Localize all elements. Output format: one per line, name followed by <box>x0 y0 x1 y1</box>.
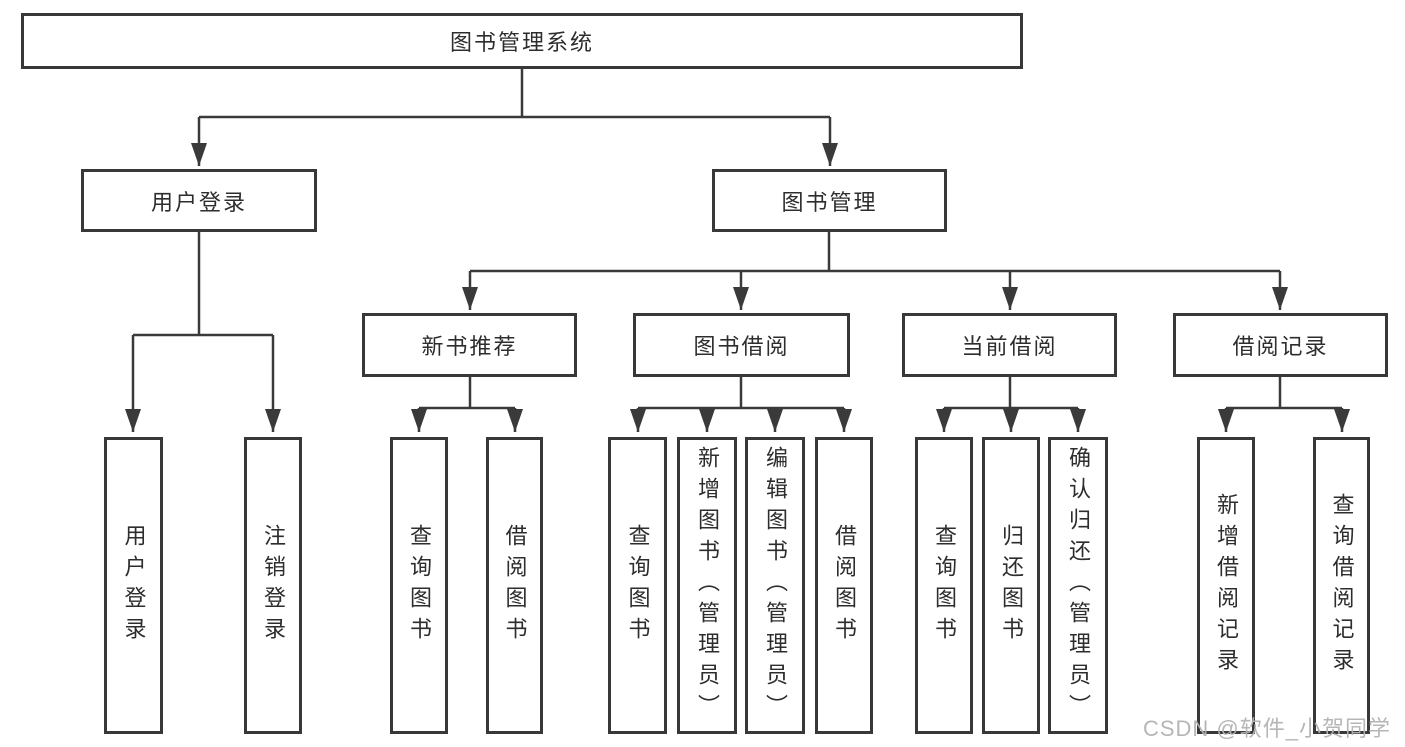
leaf-add-borrow-record: 新增借阅记录 <box>1197 437 1255 734</box>
leaf-user-login: 用户登录 <box>104 437 163 734</box>
leaf-borrow-books-borrowing: 借阅图书 <box>815 437 873 734</box>
leaf-logout: 注销登录 <box>244 437 302 734</box>
csdn-watermark: CSDN @软件_小贺同学 <box>1142 716 1391 741</box>
leaf-confirm-return-admin: 确认归还（管理员） <box>1048 437 1108 734</box>
leaf-query-books-borrowing: 查询图书 <box>608 437 667 734</box>
node-library-management-system: 图书管理系统 <box>21 13 1023 69</box>
node-book-management: 图书管理 <box>712 169 947 232</box>
leaf-query-borrow-record: 查询借阅记录 <box>1313 437 1370 734</box>
node-new-book-recommendation: 新书推荐 <box>362 313 577 377</box>
branch-trunk-lines <box>133 69 1342 410</box>
node-book-borrowing: 图书借阅 <box>633 313 850 377</box>
node-borrowing-records: 借阅记录 <box>1173 313 1388 377</box>
leaf-query-books-current: 查询图书 <box>915 437 973 734</box>
leaf-edit-book-admin: 编辑图书（管理员） <box>745 437 805 734</box>
node-user-login: 用户登录 <box>81 169 317 232</box>
leaf-borrow-books-recommend: 借阅图书 <box>486 437 543 734</box>
leaf-return-book: 归还图书 <box>982 437 1040 734</box>
node-current-borrowing: 当前借阅 <box>902 313 1117 377</box>
leaf-query-books-recommend: 查询图书 <box>390 437 448 734</box>
leaf-add-book-admin: 新增图书（管理员） <box>677 437 737 734</box>
